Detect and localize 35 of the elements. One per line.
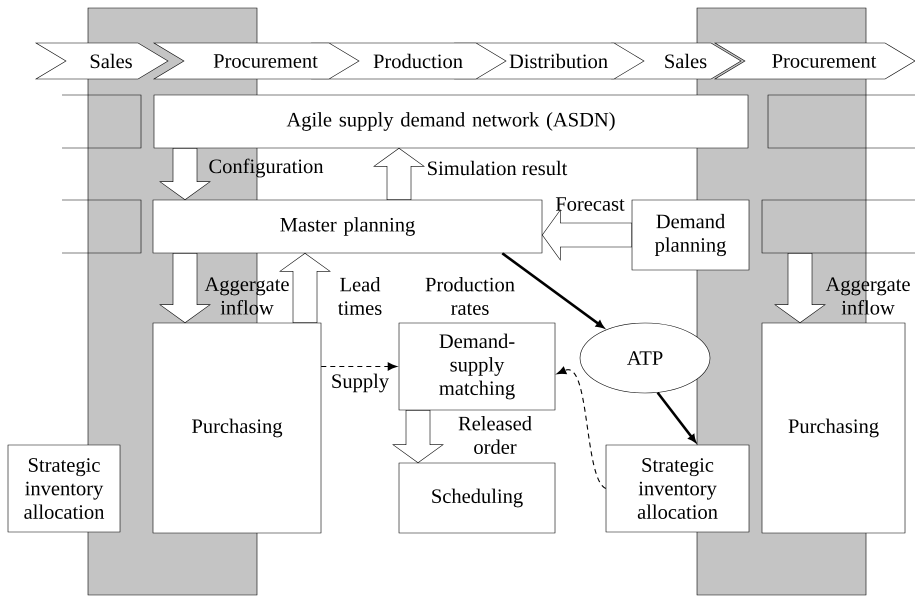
process-box: Strategic inventory allocation: [8, 444, 120, 532]
edge-label: Supply: [332, 374, 389, 392]
process-step: Sales: [610, 42, 742, 80]
process-box: Purchasing: [762, 322, 906, 534]
arrow: [656, 392, 696, 442]
block-arrow: [774, 253, 826, 324]
block-arrow: [542, 209, 632, 261]
arrow: [321, 362, 398, 371]
process-step: Procurement: [714, 42, 915, 80]
lane-box: [62, 94, 142, 148]
block-arrow: [159, 148, 211, 200]
edge-label: Forecast: [556, 197, 625, 211]
process-box: Scheduling: [398, 462, 556, 534]
edge-label: Production rates: [426, 277, 515, 315]
block-arrow: [159, 253, 211, 324]
process-step: Procurement: [152, 42, 360, 80]
process-box: Demand-supply matching: [398, 322, 556, 410]
edge-label: Simulation result: [428, 160, 568, 176]
lane-box: [62, 200, 142, 254]
block-arrow: [373, 148, 425, 200]
lane-box: [762, 200, 915, 254]
edge-label: Lead times: [338, 277, 382, 315]
edge-label: Released order: [458, 416, 532, 454]
process-box: Agile supply demand network (ASDN): [154, 94, 748, 148]
process-box: Master planning: [152, 200, 542, 254]
arrow: [502, 252, 604, 328]
process-box: Demand planning: [632, 200, 750, 270]
node-label: Procurement: [772, 54, 876, 68]
lane-box: [768, 94, 915, 148]
block-arrow: [279, 252, 331, 323]
block-arrow: [392, 410, 444, 464]
arrow: [556, 366, 606, 489]
process-step: Sales: [34, 42, 169, 80]
process-box: Strategic inventory allocation: [606, 444, 750, 532]
process-box: Purchasing: [152, 322, 322, 534]
